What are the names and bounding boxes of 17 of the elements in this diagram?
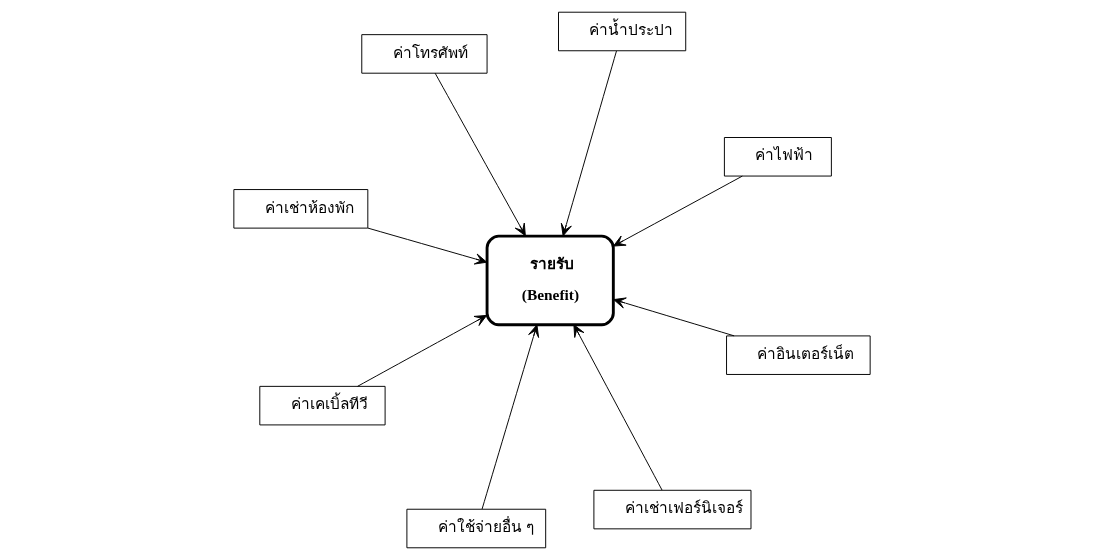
- node-box: ค่าไฟฟ้า: [723, 137, 832, 177]
- arrow: [367, 227, 488, 265]
- node-box: ค่าอินเตอร์เน็ต: [726, 335, 871, 375]
- node-box: ค่าน้ำประปา: [558, 11, 687, 52]
- node-box: ค่าโทรศัพท์: [361, 34, 488, 74]
- node-box: รายรับ (Benefit): [485, 234, 615, 327]
- node-box: ค่าเช่าเฟอร์นิเจอร์: [593, 489, 752, 530]
- node-box: ค่าใช้จ่ายอื่น ๆ: [406, 508, 547, 549]
- arrow: [434, 72, 526, 237]
- arrow: [613, 297, 735, 337]
- arrow: [573, 324, 663, 491]
- arrow: [481, 324, 540, 510]
- arrow: [560, 50, 617, 237]
- arrow: [357, 314, 488, 387]
- node-box: ค่าเคเบิ้ลทีวี: [259, 385, 386, 426]
- node-box: ค่าเช่าห้องพัก: [233, 189, 369, 229]
- arrow: [613, 175, 743, 247]
